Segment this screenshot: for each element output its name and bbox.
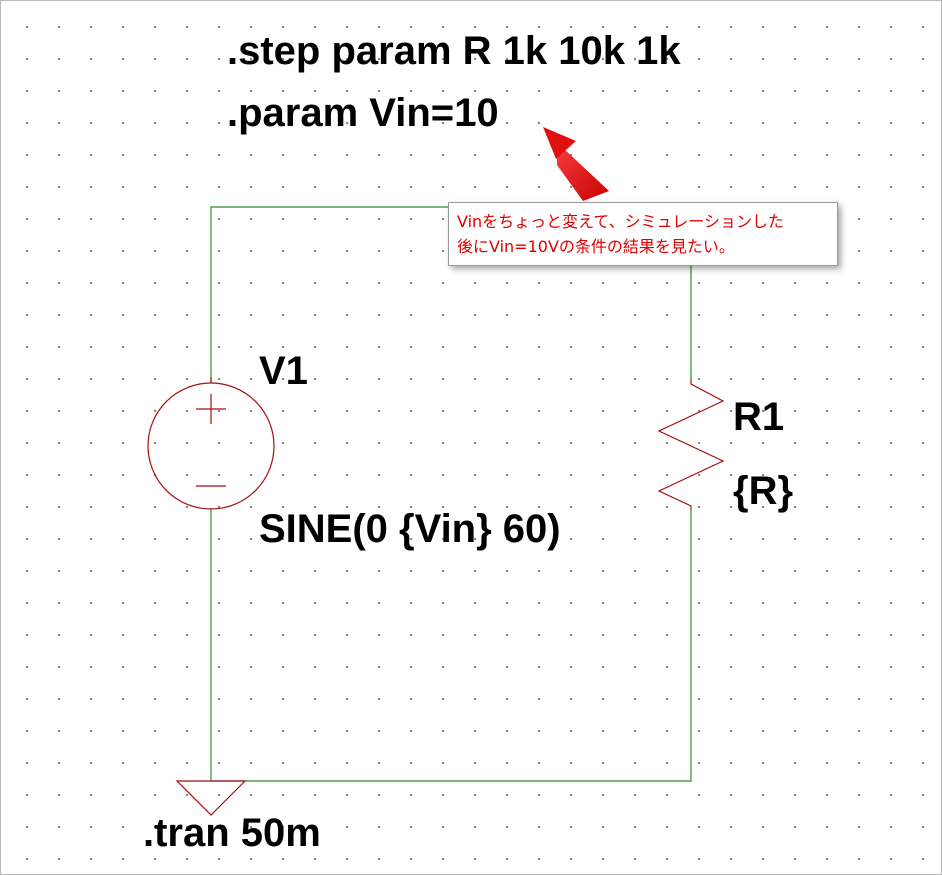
step-directive[interactable]: .step param R 1k 10k 1k bbox=[227, 29, 681, 73]
callout-line-2: 後にVin=10Vの条件の結果を見たい。 bbox=[457, 237, 735, 256]
resistor-name-label[interactable]: R1 bbox=[733, 395, 785, 439]
callout-line-1: Vinをちょっと変えて、シミュレーションした bbox=[457, 212, 784, 231]
wire-bottom[interactable] bbox=[210, 509, 692, 782]
resistor-value-label[interactable]: {R} bbox=[733, 469, 794, 513]
resistor-symbol[interactable] bbox=[657, 379, 725, 509]
callout-arrow-tip bbox=[543, 127, 576, 159]
source-name-label[interactable]: V1 bbox=[259, 349, 308, 393]
tran-directive[interactable]: .tran 50m bbox=[143, 811, 321, 855]
callout-note: Vinをちょっと変えて、シミュレーションした 後にVin=10Vの条件の結果を見… bbox=[448, 202, 838, 266]
param-directive[interactable]: .param Vin=10 bbox=[227, 91, 499, 135]
source-value-label[interactable]: SINE(0 {Vin} 60) bbox=[259, 507, 561, 551]
voltage-source-symbol[interactable] bbox=[147, 377, 275, 510]
ground-symbol[interactable] bbox=[175, 780, 247, 816]
